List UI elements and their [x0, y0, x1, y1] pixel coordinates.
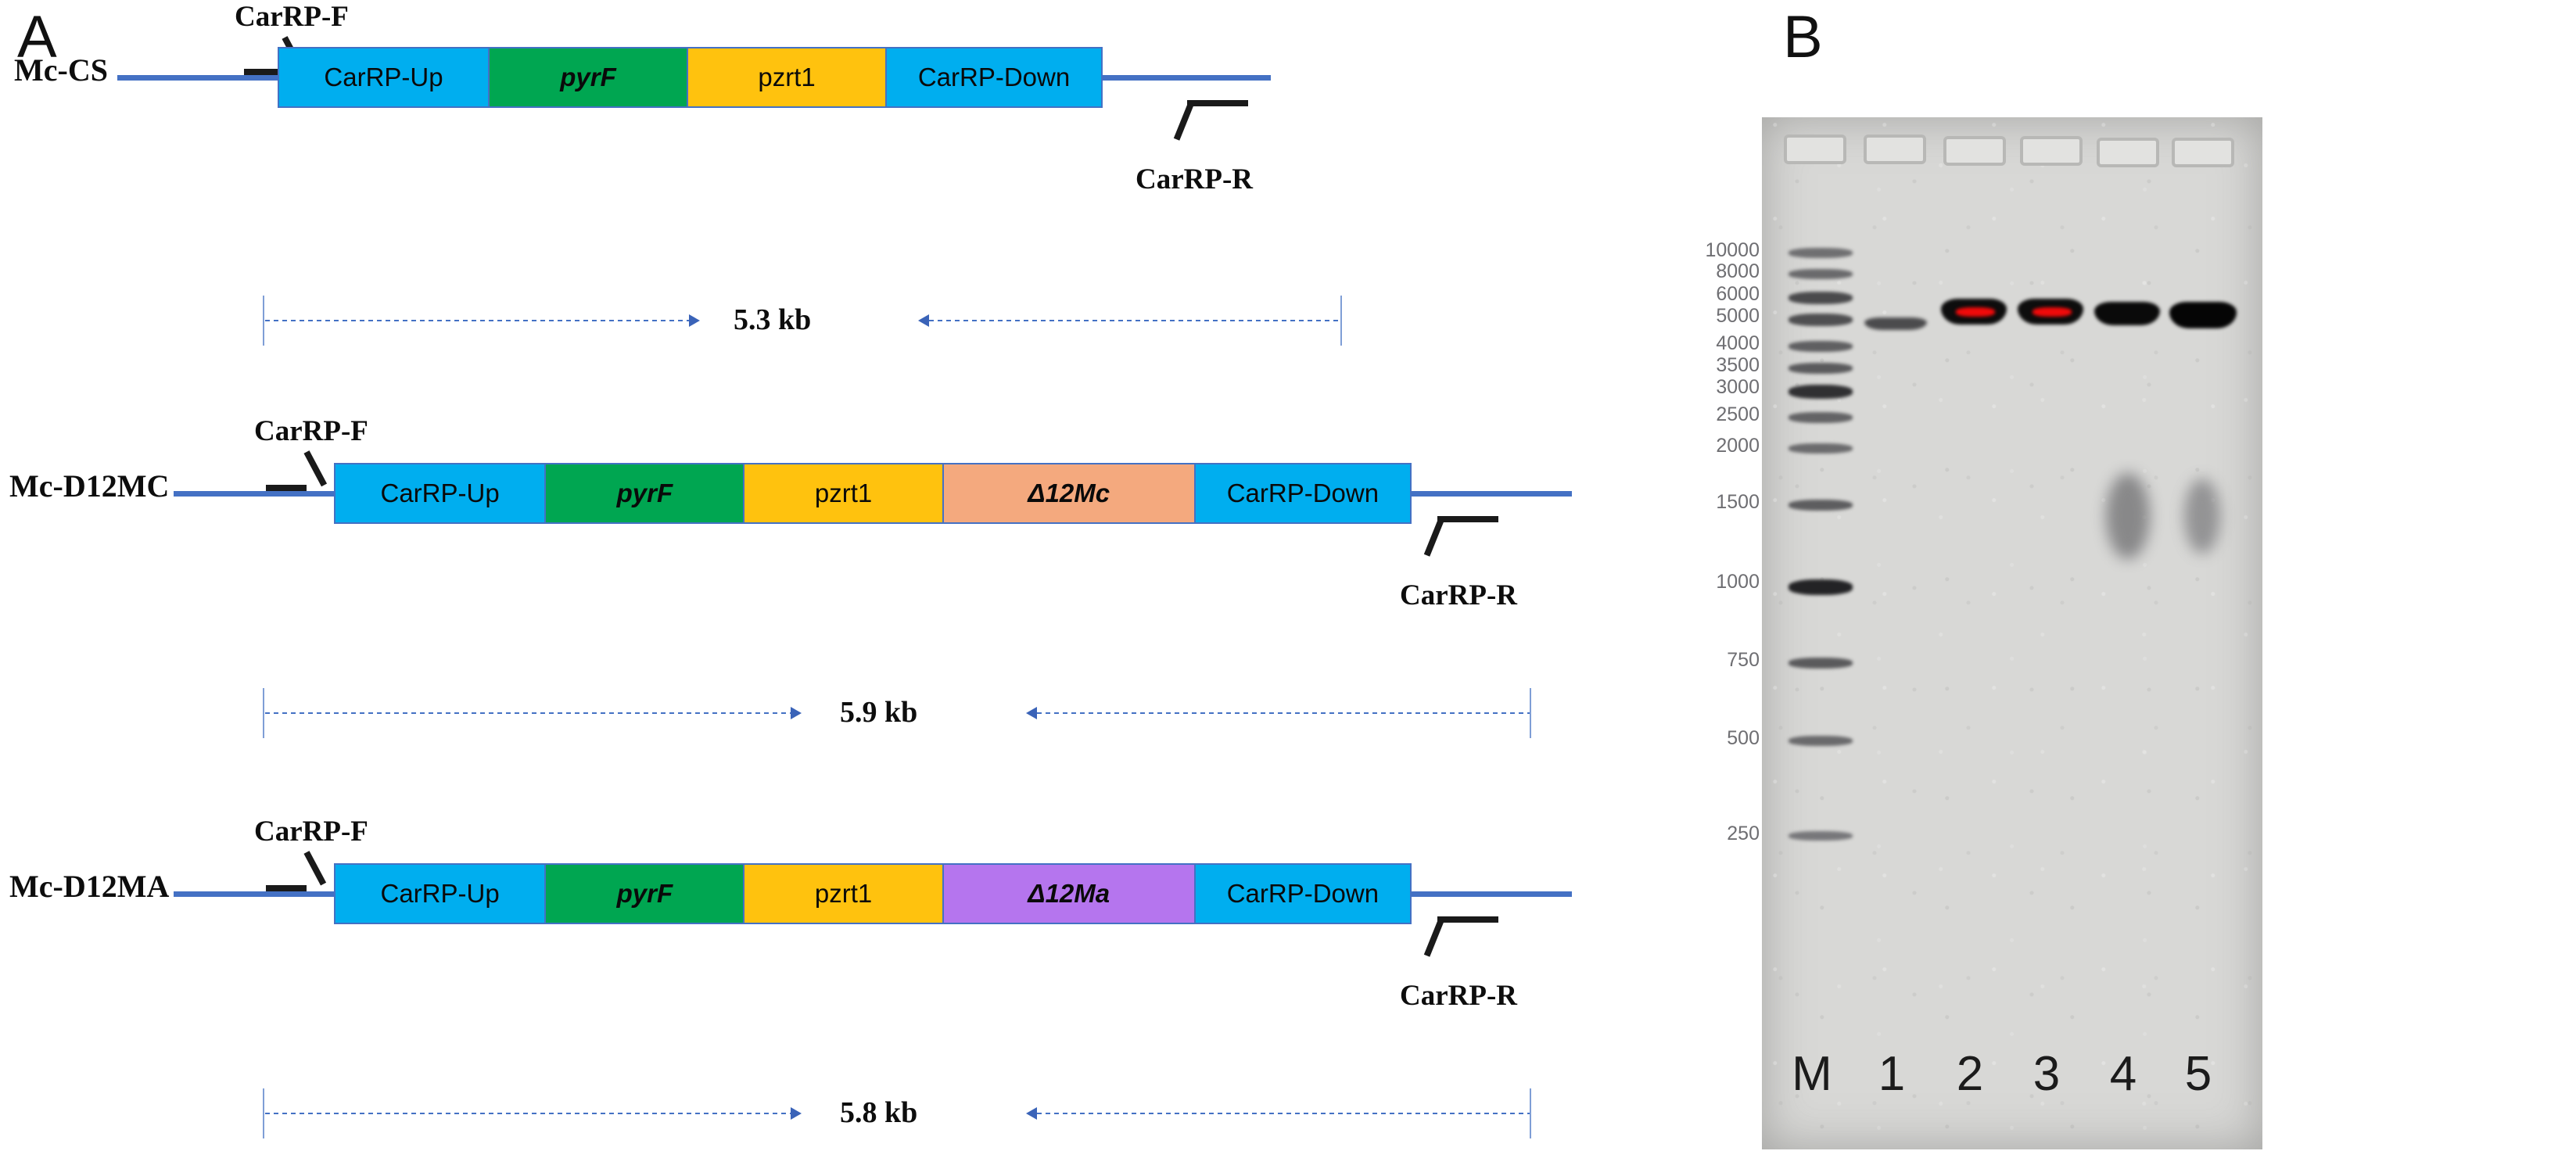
ladder-label-4000: 4000 [1716, 332, 1760, 354]
ladder-label-8000: 8000 [1716, 260, 1760, 282]
lane-label-3: 3 [2032, 1047, 2061, 1101]
ladder-label-2500: 2500 [1716, 403, 1760, 425]
ladder-label-1500: 1500 [1716, 491, 1760, 513]
flank-line-left-3 [174, 891, 334, 897]
flank-line-left-2 [174, 491, 334, 497]
gel-well-3 [2020, 136, 2083, 166]
segment-carrp-down-2: CarRP-Down [1195, 464, 1411, 522]
gel-well-5 [2172, 138, 2234, 167]
ladder-band-8000 [1788, 269, 1853, 279]
primer-label-reverse-2: CarRP-R [1400, 579, 1518, 611]
ladder-label-750: 750 [1727, 649, 1760, 671]
ladder-label-500: 500 [1727, 727, 1760, 749]
gel-band-lane4 [2094, 302, 2160, 325]
gel-well-2 [1943, 136, 2006, 166]
amplicon-size-label-2: 5.9 kb [840, 696, 918, 729]
lane-label-4: 4 [2109, 1047, 2137, 1101]
ladder-band-1500 [1788, 500, 1853, 511]
flank-line-left-1 [117, 75, 278, 81]
gel-smear-lane4 [2106, 473, 2150, 559]
ladder-band-2500 [1788, 412, 1853, 423]
panel-b: B 10000 8000 6000 5000 4000 3500 3000 25… [1689, 0, 2576, 1176]
ladder-band-750 [1788, 658, 1853, 669]
ladder-label-5000: 5000 [1716, 305, 1760, 327]
segment-carrp-down-3: CarRP-Down [1195, 865, 1411, 923]
gel-texture [1762, 117, 2262, 1149]
construct-label-mc-cs: Mc-CS [14, 52, 108, 88]
primer-label-forward-2: CarRP-F [254, 415, 368, 447]
segment-delta12mc: Δ12Mc [943, 464, 1196, 522]
gel-band-lane2-saturated-core [1956, 307, 1995, 317]
gel-image: M 1 2 3 4 5 [1762, 117, 2262, 1149]
ladder-band-2000 [1788, 443, 1853, 454]
amplicon-size-label-3: 5.8 kb [840, 1096, 918, 1129]
primer-label-reverse-3: CarRP-R [1400, 980, 1518, 1012]
ladder-band-6000 [1788, 292, 1853, 304]
segment-pzrt1-2: pzrt1 [744, 464, 944, 522]
segment-carrp-up-2: CarRP-Up [335, 464, 547, 522]
construct-mc-d12ma: CarRP-Up pyrF pzrt1 Δ12Ma CarRP-Down [334, 863, 1412, 924]
segment-pyrf-2: pyrF [546, 464, 745, 522]
panel-b-letter: B [1783, 4, 1823, 70]
ladder-band-4000 [1788, 341, 1853, 352]
primer-arrow-reverse-1 [1173, 100, 1259, 149]
ladder-band-500 [1788, 736, 1853, 746]
segment-pyrf-1: pyrF [489, 48, 689, 106]
segment-carrp-up-1: CarRP-Up [279, 48, 490, 106]
ladder-label-10000: 10000 [1705, 239, 1760, 261]
ladder-label-6000: 6000 [1716, 283, 1760, 305]
ladder-label-2000: 2000 [1716, 435, 1760, 457]
primer-arrow-reverse-2 [1423, 516, 1509, 565]
construct-mc-cs: CarRP-Up pyrF pzrt1 CarRP-Down [278, 47, 1103, 108]
segment-pzrt1-3: pzrt1 [744, 865, 944, 923]
segment-pyrf-3: pyrF [546, 865, 745, 923]
ladder-label-1000: 1000 [1716, 571, 1760, 593]
segment-pzrt1-1: pzrt1 [688, 48, 888, 106]
lane-label-5: 5 [2184, 1047, 2212, 1101]
gel-well-4 [2097, 138, 2159, 167]
lane-label-m: M [1792, 1047, 1832, 1101]
ladder-band-250 [1788, 831, 1853, 841]
panel-a: A Mc-CS CarRP-F CarRP-Up pyrF pzrt1 CarR… [9, 1, 1572, 1138]
ladder-band-5000 [1788, 314, 1853, 326]
lane-label-2: 2 [1956, 1047, 1984, 1101]
flank-line-right-3 [1412, 891, 1572, 897]
ladder-band-1000 [1788, 579, 1853, 595]
amplicon-size-label-1: 5.3 kb [734, 303, 812, 336]
flank-line-right-1 [1103, 75, 1271, 81]
primer-arrow-forward-1 [244, 33, 330, 81]
primer-label-reverse-1: CarRP-R [1136, 163, 1254, 195]
segment-delta12ma: Δ12Ma [943, 865, 1196, 923]
primer-label-forward-3: CarRP-F [254, 816, 368, 848]
construct-label-mc-d12ma: Mc-D12MA [9, 869, 170, 904]
dimension-line-1 [263, 296, 1342, 346]
ladder-band-3000 [1788, 385, 1853, 399]
ladder-label-3000: 3000 [1716, 376, 1760, 398]
dimension-line-2 [263, 688, 1531, 738]
primer-arrow-reverse-3 [1423, 916, 1509, 965]
gel-well-1 [1864, 134, 1926, 164]
ladder-band-10000 [1788, 248, 1853, 258]
lane-label-1: 1 [1878, 1047, 1906, 1101]
gel-well-m [1784, 134, 1846, 164]
ladder-band-3500 [1788, 363, 1853, 374]
primer-label-forward-1: CarRP-F [235, 1, 349, 33]
segment-carrp-down-1: CarRP-Down [887, 48, 1101, 106]
segment-carrp-up-3: CarRP-Up [335, 865, 547, 923]
construct-label-mc-d12mc: Mc-D12MC [9, 468, 170, 504]
primer-arrow-forward-3 [266, 849, 352, 898]
primer-arrow-forward-2 [266, 447, 352, 496]
panel-a-letter: A [17, 4, 57, 70]
ladder-label-3500: 3500 [1716, 354, 1760, 376]
gel-band-lane3-saturated-core [2032, 307, 2072, 317]
gel-smear-lane5 [2184, 479, 2220, 554]
gel-band-lane5 [2169, 302, 2237, 328]
gel-band-lane1 [1864, 317, 1927, 330]
dimension-line-3 [263, 1088, 1531, 1138]
ladder-label-250: 250 [1727, 823, 1760, 844]
flank-line-right-2 [1412, 491, 1572, 497]
construct-mc-d12mc: CarRP-Up pyrF pzrt1 Δ12Mc CarRP-Down [334, 463, 1412, 524]
